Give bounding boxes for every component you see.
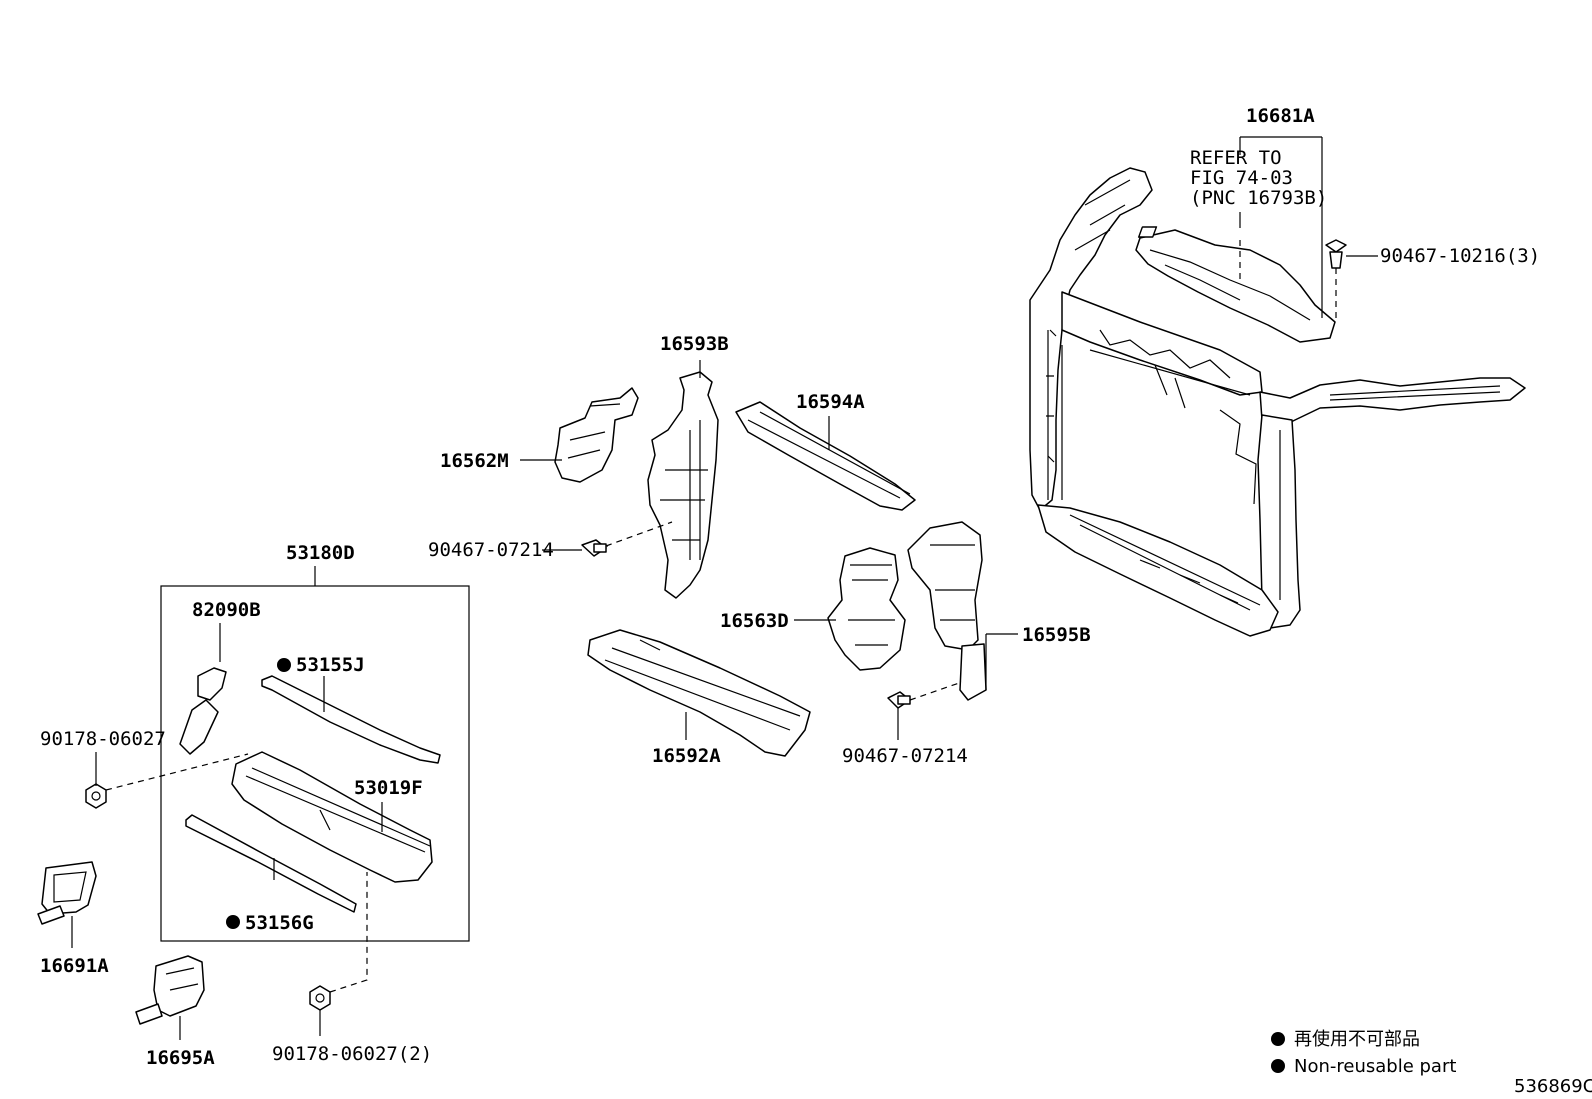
legend-bullet-1: [1271, 1032, 1285, 1046]
label-16595B: 16595B: [1022, 624, 1091, 646]
label-53180D: 53180D: [286, 542, 355, 564]
legend-bullet-2: [1271, 1059, 1285, 1073]
fastener-90467-07214-b: [887, 691, 911, 709]
fastener-90178-06027-2: [309, 985, 331, 1011]
legend-text-english: Non-reusable part: [1294, 1056, 1456, 1077]
label-90178-06027: 90178-06027: [40, 728, 166, 750]
part-16595B-duct: [907, 521, 987, 701]
label-16695A: 16695A: [146, 1047, 215, 1069]
part-53155J-strip: [261, 675, 441, 764]
label-16681A: 16681A: [1246, 105, 1315, 127]
part-labels: 16681A REFER TO FIG 74-03 (PNC 16793B) 9…: [40, 105, 1540, 1069]
label-90467-07214-b: 90467-07214: [842, 745, 968, 767]
figure-id: 536869C: [1514, 1076, 1592, 1097]
legend: 再使用不可部品 Non-reusable part: [1271, 1029, 1456, 1077]
fastener-90178-06027: [85, 783, 107, 809]
label-16594A: 16594A: [796, 391, 865, 413]
part-16592A-deflector: [587, 629, 811, 757]
leader-lines: [71, 136, 1378, 1040]
label-90178-06027-2: 90178-06027(2): [272, 1043, 432, 1065]
label-16593B: 16593B: [660, 333, 729, 355]
label-53156G: 53156G: [245, 912, 314, 934]
part-16593B-bracket: [647, 371, 719, 599]
legend-text-japanese: 再使用不可部品: [1294, 1029, 1420, 1050]
non-reusable-marker-53156G: [226, 915, 240, 929]
label-53019F: 53019F: [354, 777, 423, 799]
part-16563D-duct: [827, 547, 906, 671]
label-53155J: 53155J: [296, 654, 365, 676]
part-16594A-seal: [735, 401, 916, 511]
fastener-90467-10216: [1325, 239, 1347, 269]
non-reusable-marker-53155J: [277, 658, 291, 672]
part-16691A-bracket: [37, 861, 97, 925]
label-90467-10216: 90467-10216(3): [1380, 245, 1540, 267]
part-53156G-strip: [185, 814, 357, 913]
label-16691A: 16691A: [40, 955, 109, 977]
part-16681A-cover: [1135, 226, 1336, 343]
refer-note-line-1: REFER TO: [1190, 147, 1282, 169]
part-16695A-bracket: [135, 955, 205, 1025]
part-53019F-support: [231, 751, 433, 883]
label-16592A: 16592A: [652, 745, 721, 767]
part-82090B-clip: [179, 667, 227, 755]
label-16563D: 16563D: [720, 610, 789, 632]
label-82090B: 82090B: [192, 599, 261, 621]
refer-note-line-3: (PNC 16793B): [1190, 187, 1327, 209]
part-16562M-bracket: [554, 387, 639, 483]
refer-note-line-2: FIG 74-03: [1190, 167, 1293, 189]
radiator-support-frame: [1029, 167, 1526, 637]
label-90467-07214-a: 90467-07214: [428, 539, 554, 561]
fastener-90467-07214-a: [581, 539, 607, 557]
label-16562M: 16562M: [440, 450, 509, 472]
